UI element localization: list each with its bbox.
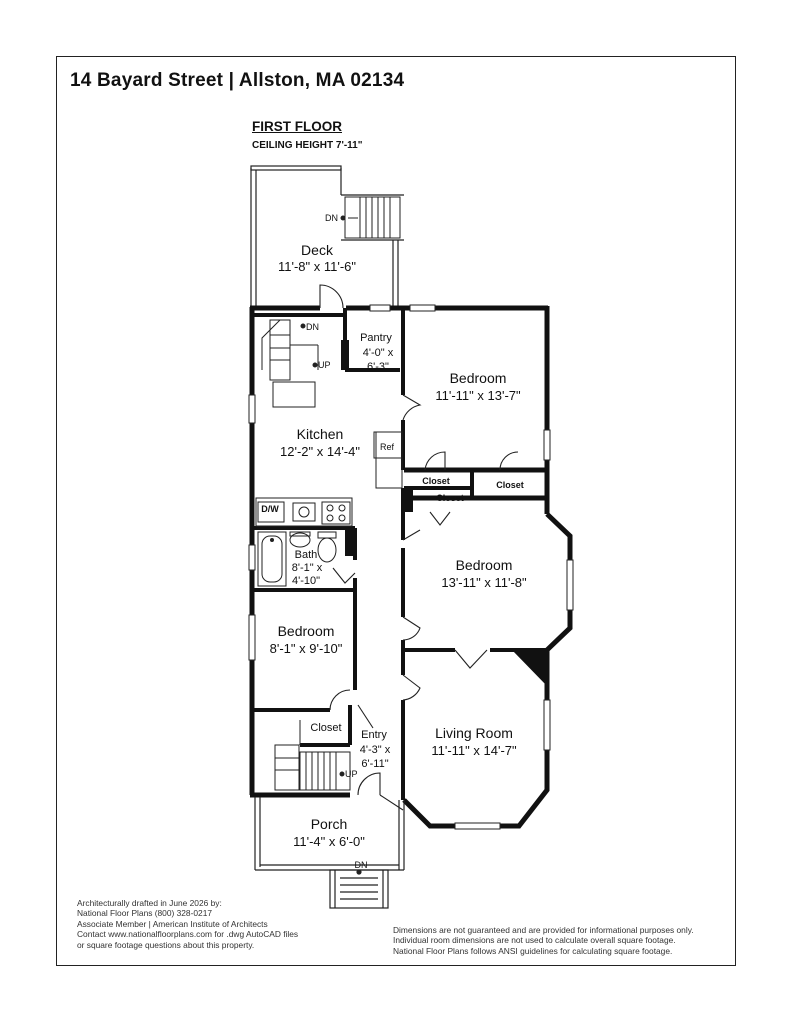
footer-credit-line: National Floor Plans (800) 328-0217 xyxy=(77,908,213,919)
pantry-name: Pantry xyxy=(360,332,392,344)
bedroom-2-dims: 13'-11" x 11'-8" xyxy=(441,575,527,590)
kitchen-name: Kitchen xyxy=(297,426,344,442)
footer-credit-line: Architecturally drafted in June 2026 by: xyxy=(77,898,222,908)
wall-blocks xyxy=(341,340,547,686)
ceiling-height: CEILING HEIGHT 7'-11" xyxy=(252,140,363,151)
bedroom-3-name: Bedroom xyxy=(278,623,335,639)
bedroom-3-dims: 8'-1" x 9'-10" xyxy=(270,641,343,656)
porch-dims: 11'-4" x 6'-0" xyxy=(293,834,365,849)
property-address: 14 Bayard Street | Allston, MA 02134 xyxy=(70,70,405,91)
living-room-name: Living Room xyxy=(435,725,513,741)
footer-credit-line: or square footage questions about this p… xyxy=(77,939,255,950)
rear-stairs-dn-label: DN xyxy=(306,322,319,332)
exterior-walls xyxy=(249,305,573,829)
pantry-dims-1: 4'-0" x xyxy=(363,347,394,359)
closet-label-3: Closet xyxy=(496,480,524,490)
front-stairs-up-label: UP xyxy=(345,769,358,779)
bedroom-2-name: Bedroom xyxy=(456,557,513,573)
windows xyxy=(248,304,574,830)
bedroom-1-name: Bedroom xyxy=(450,370,507,386)
deck-name: Deck xyxy=(301,242,334,258)
entry-dims-1: 4'-3" x xyxy=(360,744,391,756)
footer-disclaimer-line: National Floor Plans follows ANSI guidel… xyxy=(393,945,673,956)
entry-name: Entry xyxy=(361,729,387,741)
bedroom-1-dims: 11'-11" x 13'-7" xyxy=(435,388,521,403)
footer-disclaimer-line: Dimensions are not guaranteed and are pr… xyxy=(393,925,694,935)
dishwasher-label: D/W xyxy=(261,504,279,514)
entry-dims-2: 6'-11" xyxy=(361,758,388,770)
footer-disclaimer-line: Individual room dimensions are not used … xyxy=(393,935,676,946)
floor-title: FIRST FLOOR xyxy=(252,119,342,134)
bath-fixtures xyxy=(257,531,337,587)
porch-outline xyxy=(254,797,405,909)
closet-label-2: Closet xyxy=(436,493,464,503)
ref-label: Ref xyxy=(380,442,395,452)
footer-disclaimer: Dimensions are not guaranteed and are pr… xyxy=(393,925,694,956)
bath-dims-1: 8'-1" x xyxy=(292,562,323,574)
front-stairs xyxy=(274,720,351,791)
pantry-dims-2: 6'-3" xyxy=(367,361,389,373)
porch-name: Porch xyxy=(311,816,348,832)
kitchen-dims: 12'-2" x 14'-4" xyxy=(280,444,360,459)
deck-stairs-dn-label: DN xyxy=(325,213,338,223)
closet-label-1: Closet xyxy=(422,476,450,486)
footer-credit-line: Associate Member | American Institute of… xyxy=(77,918,268,929)
closet-label-4: Closet xyxy=(310,722,341,734)
rear-stairs xyxy=(261,319,319,408)
deck-outline xyxy=(250,165,404,307)
deck-stairs xyxy=(340,196,401,239)
kitchen-counter xyxy=(255,431,403,527)
living-room-dims: 11'-11" x 14'-7" xyxy=(431,743,517,758)
deck-dims: 11'-8" x 11'-6" xyxy=(278,259,356,274)
footer-credit-line: Contact www.nationalfloorplans.com for .… xyxy=(77,929,299,940)
footer-credits: Architecturally drafted in June 2026 by:… xyxy=(77,898,298,950)
bath-name: Bath xyxy=(295,549,318,561)
porch-stairs-dn-label: DN xyxy=(355,860,368,870)
rear-stairs-up-label: UP xyxy=(318,360,331,370)
page-frame xyxy=(56,56,736,966)
bath-dims-2: 4'-10" xyxy=(292,575,320,587)
